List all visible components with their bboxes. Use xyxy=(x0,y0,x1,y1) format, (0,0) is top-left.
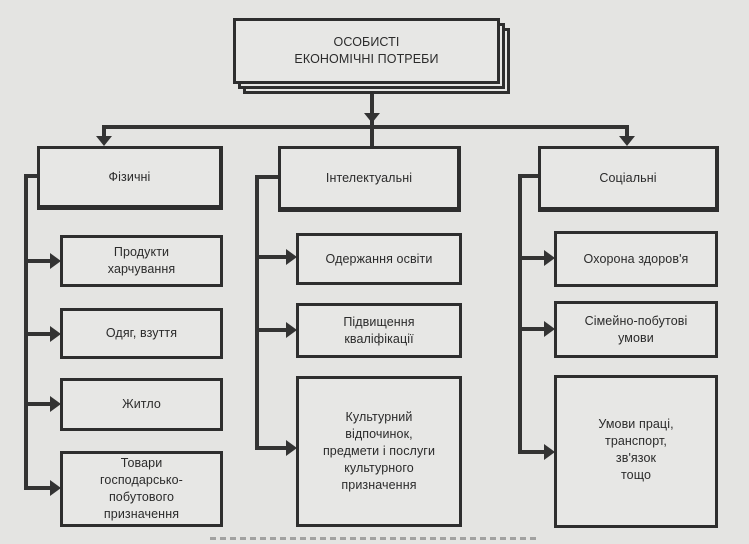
category-physical: Фізичні xyxy=(37,146,223,210)
category-social: Соціальні xyxy=(538,146,719,212)
item-housing: Житло xyxy=(60,378,223,431)
arrow-right-icon xyxy=(286,249,297,265)
item-label: Сімейно-побутові умови xyxy=(584,313,688,345)
category-intellectual: Інтелектуальні xyxy=(278,146,461,212)
arrow-down-icon xyxy=(364,113,380,123)
arrow-right-icon xyxy=(286,440,297,456)
item-healthcare: Охорона здоров'я xyxy=(554,231,718,287)
arrow-down-icon xyxy=(619,136,635,146)
spine-social xyxy=(518,174,548,454)
item-work-conditions: Умови праці, транспорт, зв'язок тощо xyxy=(554,375,718,528)
arrow-right-icon xyxy=(50,326,61,342)
arrow-right-icon xyxy=(544,250,555,266)
category-label: Інтелектуальні xyxy=(325,170,413,185)
category-label: Соціальні xyxy=(599,170,657,185)
arrow-right-icon xyxy=(50,253,61,269)
item-label: Охорона здоров'я xyxy=(583,251,689,266)
arrow-right-icon xyxy=(286,322,297,338)
category-label: Фізичні xyxy=(108,169,151,184)
root-node: Особисті економічні потреби xyxy=(233,18,500,84)
item-qualification: Підвищення кваліфікації xyxy=(296,303,462,358)
item-education: Одержання освіти xyxy=(296,233,462,285)
item-label: Культурний відпочинок, предмети і послуг… xyxy=(322,410,436,492)
item-label: Умови праці, транспорт, зв'язок тощо xyxy=(598,417,674,482)
arrow-right-icon xyxy=(50,480,61,496)
item-family-living: Сімейно-побутові умови xyxy=(554,301,718,358)
item-label: Товари господарсько- побутового призначе… xyxy=(100,456,183,521)
item-label: Продукти харчування xyxy=(107,245,176,276)
item-household-goods: Товари господарсько- побутового призначе… xyxy=(60,451,223,527)
item-label: Підвищення кваліфікації xyxy=(343,314,415,346)
cropped-caption xyxy=(0,537,749,544)
item-clothing: Одяг, взуття xyxy=(60,308,223,359)
caption-fragment xyxy=(210,537,540,540)
arrow-right-icon xyxy=(544,321,555,337)
spine-intellectual xyxy=(255,175,290,450)
arrow-right-icon xyxy=(544,444,555,460)
root-label: Особисті економічні потреби xyxy=(294,35,439,66)
item-food: Продукти харчування xyxy=(60,235,223,287)
arrow-down-icon xyxy=(96,136,112,146)
arrow-right-icon xyxy=(50,396,61,412)
item-label: Одяг, взуття xyxy=(105,326,178,340)
item-label: Житло xyxy=(122,397,161,411)
item-label: Одержання освіти xyxy=(325,251,433,266)
item-cultural-leisure: Культурний відпочинок, предмети і послуг… xyxy=(296,376,462,527)
